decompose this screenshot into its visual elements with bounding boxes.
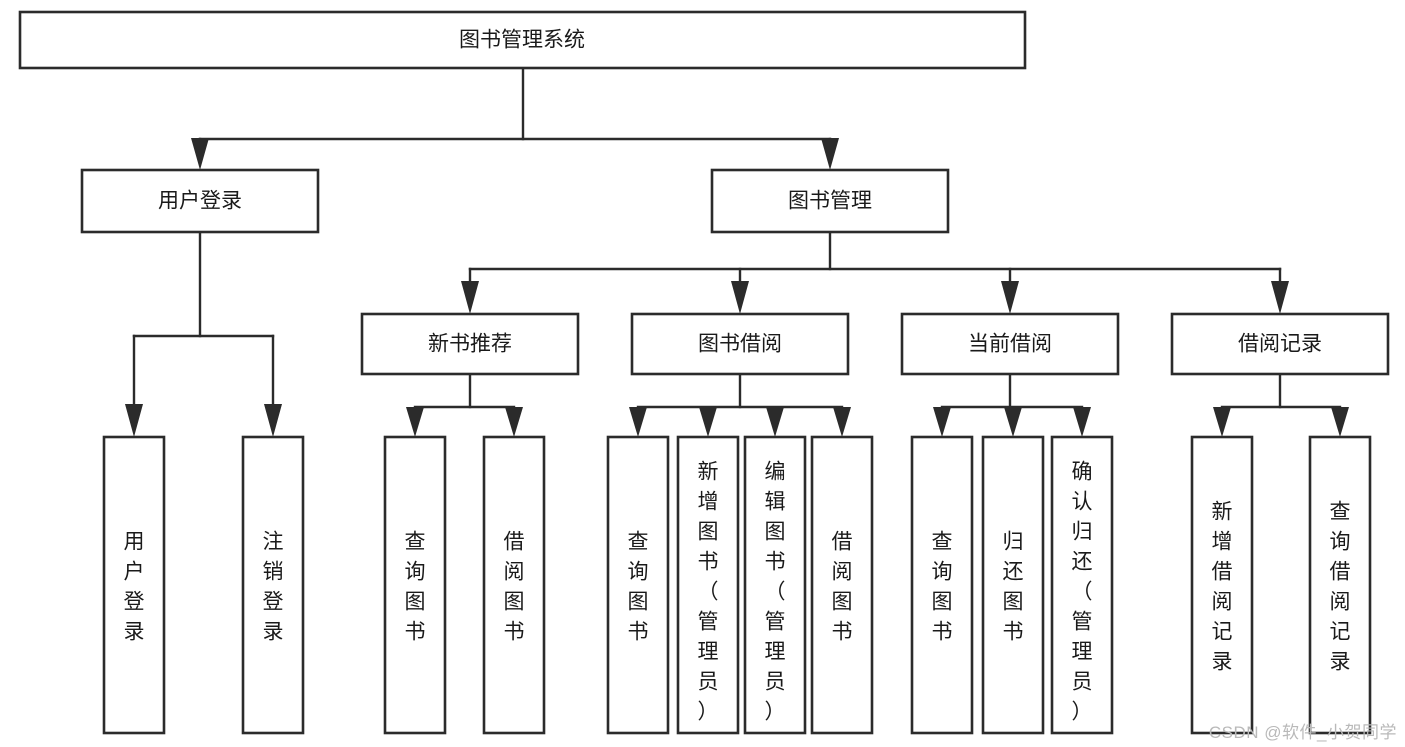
- arrow-root-to-user-login: [191, 138, 209, 170]
- leaf-cb-query-rect[interactable]: [910, 435, 974, 735]
- node-borrow-record-label: 借阅记录: [1238, 333, 1322, 356]
- node-root-rect[interactable]: [18, 10, 1027, 70]
- leaf-node[interactable]: 查询图书: [910, 435, 974, 735]
- leaf-node[interactable]: 编辑图书（管理员）: [743, 435, 807, 735]
- node-book-mgmt[interactable]: 图书管理: [710, 168, 950, 234]
- leaf-node[interactable]: 注销登录: [241, 435, 305, 735]
- node-book-borrow[interactable]: 图书借阅: [630, 312, 850, 376]
- node-book-mgmt-rect[interactable]: [710, 168, 950, 234]
- leaf-bb-query-rect[interactable]: [606, 435, 670, 735]
- node-layer: 图书管理系统 用户登录 图书管理 新书推荐 图书借阅 当前借阅 借阅记录: [18, 10, 1390, 376]
- leaf-node[interactable]: 借阅图书: [482, 435, 546, 735]
- leaf-br-add-rect[interactable]: [1190, 435, 1254, 735]
- arrow-borrow-record-leaf-1: [1213, 407, 1231, 437]
- leaf-br-query-label: 查询借阅记录: [1330, 500, 1351, 673]
- leaf-node[interactable]: 查询图书: [606, 435, 670, 735]
- edge-layer: [125, 66, 1349, 437]
- leaf-user-login-rect[interactable]: [102, 435, 166, 735]
- leaf-cb-query-label: 查询图书: [932, 530, 953, 643]
- leaf-node[interactable]: 查询借阅记录: [1308, 435, 1372, 735]
- node-book-borrow-label: 图书借阅: [698, 333, 782, 356]
- node-new-book-rec-label: 新书推荐: [428, 333, 512, 356]
- leaf-cb-confirm-rect[interactable]: [1050, 435, 1114, 735]
- arrow-borrow-record-leaf-2: [1331, 407, 1349, 437]
- arrow-book-mgmt-to-book-borrow: [731, 281, 749, 314]
- leaf-bb-borrow-rect[interactable]: [810, 435, 874, 735]
- leaf-cb-return-label: 归还图书: [1003, 530, 1024, 643]
- node-root[interactable]: 图书管理系统: [18, 10, 1027, 70]
- leaf-bb-add-rect[interactable]: [676, 435, 740, 735]
- node-new-book-rec[interactable]: 新书推荐: [360, 312, 580, 376]
- leaf-user-login-label: 用户登录: [124, 530, 145, 643]
- arrow-book-borrow-leaf-1: [629, 407, 647, 437]
- leaf-nbr-query-label: 查询图书: [405, 530, 426, 643]
- leaf-nbr-borrow-label: 借阅图书: [504, 530, 525, 643]
- leaf-nbr-query-rect[interactable]: [383, 435, 447, 735]
- leaf-node[interactable]: 确认归还（管理员）: [1050, 435, 1114, 735]
- leaf-cb-return-rect[interactable]: [981, 435, 1045, 735]
- csdn-watermark: CSDN @软件_小贺同学: [1208, 723, 1397, 742]
- node-borrow-record[interactable]: 借阅记录: [1170, 312, 1390, 376]
- arrow-book-borrow-leaf-4: [833, 407, 851, 437]
- arrow-current-borrow-leaf-3: [1073, 407, 1091, 437]
- node-borrow-record-rect[interactable]: [1170, 312, 1390, 376]
- arrow-new-book-rec-leaf-2: [505, 407, 523, 437]
- arrow-book-mgmt-to-new-book-rec: [461, 281, 479, 314]
- leaf-br-query-rect[interactable]: [1308, 435, 1372, 735]
- node-current-borrow-rect[interactable]: [900, 312, 1120, 376]
- leaf-node[interactable]: 新增图书（管理员）: [676, 435, 740, 735]
- arrow-new-book-rec-leaf-1: [406, 407, 424, 437]
- leaf-node[interactable]: 借阅图书: [810, 435, 874, 735]
- arrow-current-borrow-leaf-2: [1004, 407, 1022, 437]
- arrow-user-login-leaf-1: [125, 404, 143, 437]
- node-new-book-rec-rect[interactable]: [360, 312, 580, 376]
- leaf-node[interactable]: 用户登录: [102, 435, 166, 735]
- arrow-book-mgmt-to-current-borrow: [1001, 281, 1019, 314]
- arrow-current-borrow-leaf-1: [933, 407, 951, 437]
- node-root-label: 图书管理系统: [459, 29, 585, 52]
- leaf-user-logout-label: 注销登录: [263, 530, 284, 643]
- leaf-cb-confirm-label: 确认归还（管理员）: [1072, 460, 1093, 723]
- leaf-bb-edit-label: 编辑图书（管理员）: [765, 460, 786, 723]
- leaf-bb-borrow-label: 借阅图书: [832, 530, 853, 643]
- node-book-borrow-rect[interactable]: [630, 312, 850, 376]
- leaf-br-add-label: 新增借阅记录: [1212, 500, 1233, 673]
- arrow-book-borrow-leaf-3: [766, 407, 784, 437]
- node-user-login-rect[interactable]: [80, 168, 320, 234]
- arrow-user-login-leaf-2: [264, 404, 282, 437]
- leaf-bb-add-label: 新增图书（管理员）: [698, 460, 719, 723]
- leaf-user-logout-rect[interactable]: [241, 435, 305, 735]
- node-user-login[interactable]: 用户登录: [80, 168, 320, 234]
- node-book-mgmt-label: 图书管理: [788, 190, 872, 213]
- leaf-nbr-borrow-rect[interactable]: [482, 435, 546, 735]
- arrow-book-borrow-leaf-2: [699, 407, 717, 437]
- node-user-login-label: 用户登录: [158, 190, 242, 213]
- arrow-book-mgmt-to-borrow-record: [1271, 281, 1289, 314]
- leaf-node[interactable]: 新增借阅记录: [1190, 435, 1254, 735]
- node-current-borrow-label: 当前借阅: [968, 333, 1052, 356]
- leaf-node[interactable]: 归还图书: [981, 435, 1045, 735]
- arrow-root-to-book-mgmt: [821, 138, 839, 170]
- leaf-node[interactable]: 查询图书: [383, 435, 447, 735]
- leaf-bb-edit-rect[interactable]: [743, 435, 807, 735]
- leaf-layer: 用户登录 注销登录 查询图书 借阅图书 查询图书 新增图书（管理员） 编辑图书（管理员） 借阅…: [102, 435, 1372, 735]
- node-current-borrow[interactable]: 当前借阅: [900, 312, 1120, 376]
- leaf-bb-query-label: 查询图书: [628, 530, 649, 643]
